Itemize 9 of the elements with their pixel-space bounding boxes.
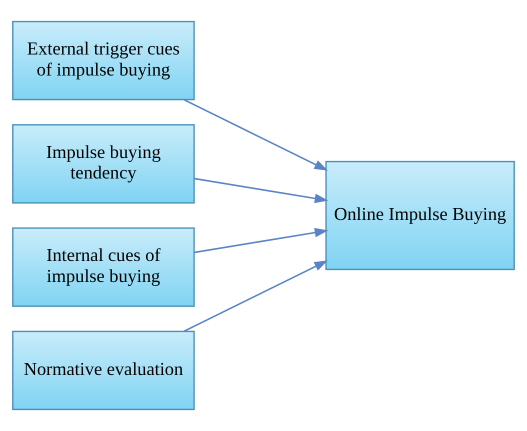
node-box: Internal cues of impulse buying [12, 227, 195, 307]
node-box: Impulse buying tendency [12, 124, 195, 204]
node-box: Online Impulse Buying [325, 160, 515, 270]
arrow [184, 260, 328, 332]
arrow [194, 178, 328, 204]
node-box: External trigger cues of impulse buying [12, 20, 195, 100]
arrow [194, 228, 328, 254]
arrow [184, 98, 328, 171]
node-box: Normative evaluation [12, 330, 195, 410]
